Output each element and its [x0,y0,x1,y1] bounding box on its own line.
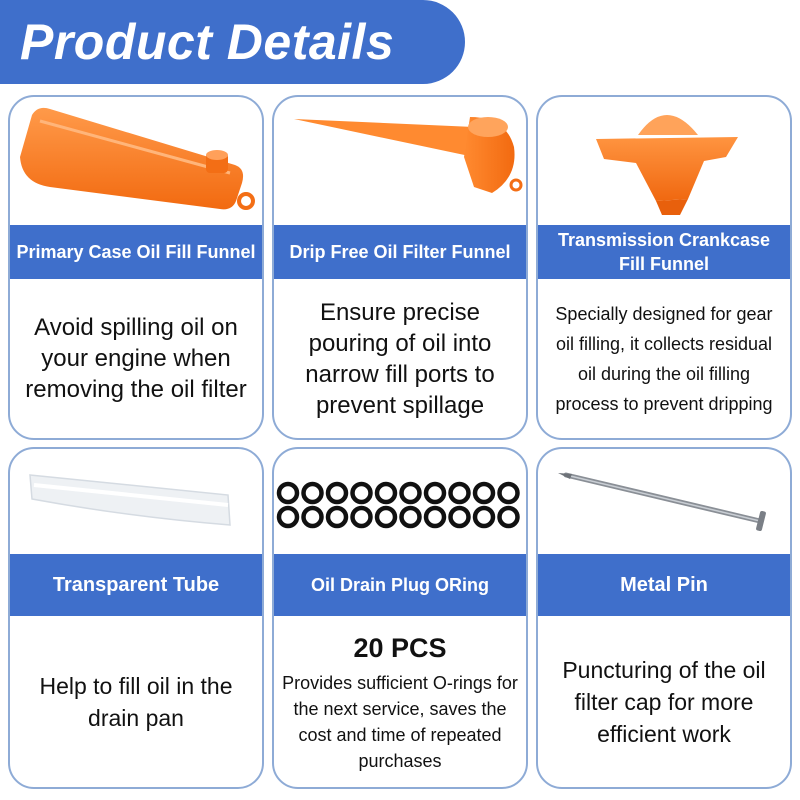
orings-image [274,449,526,554]
product-description-text: Help to fill oil in the drain pan [39,672,233,731]
oring-icon [350,505,373,529]
product-card-metal-pin: Metal Pin Puncturing of the oil filter c… [536,447,792,789]
product-description-text: Puncturing of the oil filter cap for mor… [562,656,766,747]
metal-pin-image [538,449,790,554]
oring-icon [276,505,300,529]
oring-icon [350,481,373,505]
oring-icon [399,481,422,505]
product-description: Ensure precise pouring of oil into narro… [274,279,526,438]
product-label: Transmission Crankcase Fill Funnel [538,225,790,279]
page-title: Product Details [20,14,395,70]
oring-icon [374,505,398,529]
product-description: Avoid spilling oil on your engine when r… [10,279,262,438]
oring-icon [448,505,471,529]
crankcase-funnel-image [538,97,790,225]
oring-icon [399,505,422,529]
product-card-crankcase-funnel: Transmission Crankcase Fill Funnel Speci… [536,95,792,440]
product-label: Metal Pin [538,554,790,616]
oring-icon [472,505,496,529]
product-description-text: Avoid spilling oil on your engine when r… [25,314,247,403]
product-description: 20 PCS Provides sufficient O-rings for t… [274,616,526,787]
product-card-primary-funnel: Primary Case Oil Fill Funnel Avoid spill… [8,95,264,440]
oring-icon [448,481,471,505]
oring-icon [301,481,324,505]
product-card-transparent-tube: Transparent Tube Help to fill oil in the… [8,447,264,789]
oring-icon [472,481,496,505]
product-card-drip-free-funnel: Drip Free Oil Filter Funnel Ensure preci… [272,95,528,440]
product-label: Drip Free Oil Filter Funnel [274,225,526,279]
transparent-tube-image [10,449,262,554]
primary-case-funnel-image [10,97,262,225]
header-banner: Product Details [0,0,465,84]
drip-free-funnel-image [274,97,526,225]
oring-icon [497,505,520,529]
product-description-text: Specially designed for gear oil filling,… [555,303,773,414]
oring-icon [325,505,349,529]
oring-icon [301,505,324,529]
oring-icon [374,481,398,505]
oring-icon [497,481,520,505]
product-description: Puncturing of the oil filter cap for mor… [538,616,790,787]
product-description: Help to fill oil in the drain pan [10,616,262,787]
oring-icon [423,481,447,505]
oring-icon [423,505,447,529]
product-description: Specially designed for gear oil filling,… [538,279,790,438]
product-description-text: Provides sufficient O-rings for the next… [282,672,518,771]
quantity-label: 20 PCS [353,632,447,663]
product-card-orings: Oil Drain Plug ORing 20 PCS Provides suf… [272,447,528,789]
oring-icon [325,481,349,505]
oring-icon [276,481,300,505]
product-label: Oil Drain Plug ORing [274,554,526,616]
product-description-text: Ensure precise pouring of oil into narro… [305,298,495,419]
product-label: Primary Case Oil Fill Funnel [10,225,262,279]
product-label: Transparent Tube [10,554,262,616]
